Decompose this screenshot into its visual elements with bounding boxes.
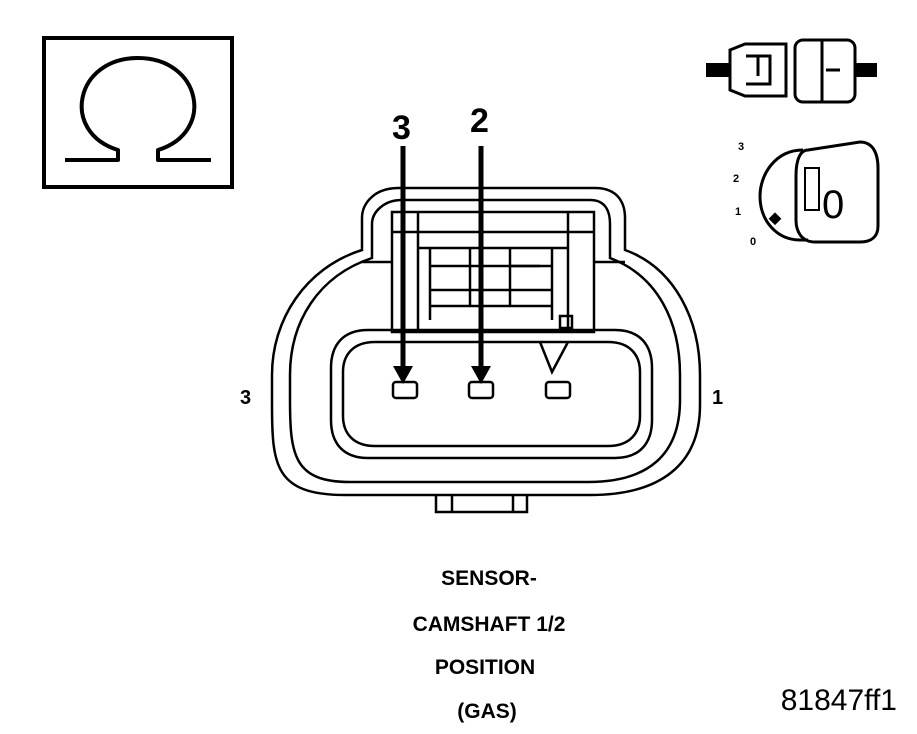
connector-disconnected-icon <box>706 38 877 104</box>
side-label-left: 3 <box>240 387 251 409</box>
ignition-key-icon: 0 3 2 1 0 <box>733 140 880 248</box>
reference-code: 81847ff1 <box>781 684 897 717</box>
ignition-position-0: 0 <box>750 236 756 248</box>
caption-line-2: CAMSHAFT 1/2 <box>413 613 566 636</box>
key-letter: 0 <box>822 183 844 227</box>
probe-arrow-3 <box>393 146 413 384</box>
arrow-label-2: 2 <box>470 102 489 140</box>
probe-arrow-2 <box>471 146 491 384</box>
caption-line-3: POSITION <box>435 656 535 679</box>
ignition-position-2: 2 <box>733 173 739 185</box>
caption-line-4: (GAS) <box>457 700 517 723</box>
side-label-right: 1 <box>712 387 723 409</box>
ignition-position-3: 3 <box>738 141 744 153</box>
connector-face <box>270 186 702 514</box>
ohmmeter-icon <box>42 36 234 189</box>
arrow-label-3: 3 <box>392 109 411 147</box>
ignition-position-1: 1 <box>735 206 741 218</box>
caption-line-1: SENSOR- <box>441 567 537 590</box>
